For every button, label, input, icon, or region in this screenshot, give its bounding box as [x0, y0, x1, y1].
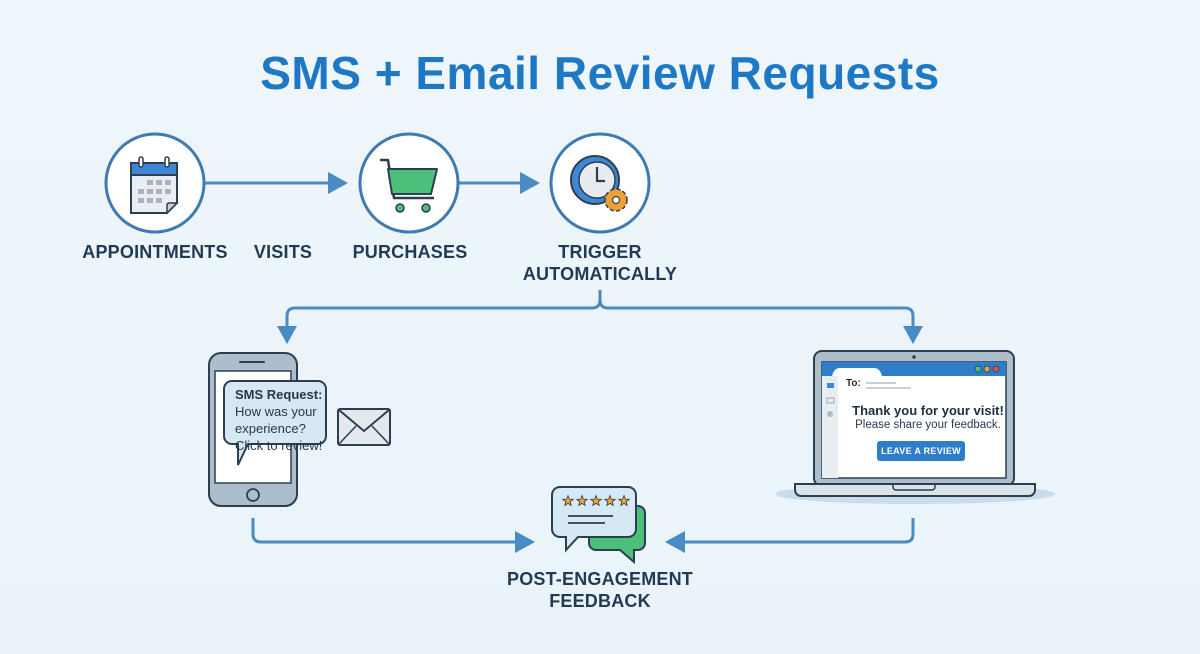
sms-line2: experience?	[235, 421, 306, 436]
page-title: SMS + Email Review Requests	[260, 47, 940, 99]
star-icon	[603, 494, 617, 507]
star-icon	[561, 494, 575, 507]
sms-line3: Click to review!	[235, 438, 323, 453]
envelope-icon	[337, 408, 391, 446]
email-subtext: Please share your feedback.	[855, 419, 1001, 431]
label-feedback-line2: FEEDBACK	[549, 591, 651, 611]
label-trigger: TRIGGER AUTOMATICALLY	[510, 241, 690, 285]
clock-gear-icon	[570, 155, 628, 212]
arrow-sms-to-feedback	[251, 518, 535, 553]
node-appointments	[104, 132, 206, 234]
rating-stars	[561, 494, 631, 507]
label-purchases: PURCHASES	[352, 242, 468, 262]
arrow-purchases-to-trigger	[458, 172, 540, 194]
star-icon	[617, 494, 631, 507]
sms-message: SMS Request: How was your experience? Cl…	[235, 386, 325, 454]
leave-review-button[interactable]: LEAVE A REVIEW	[877, 441, 965, 461]
review-chat-icon	[551, 486, 646, 565]
label-appointments: APPOINTMENTS	[82, 242, 228, 262]
sms-title: SMS Request:	[235, 387, 323, 402]
label-trigger-line1: TRIGGER	[558, 242, 642, 262]
gear-icon	[604, 188, 628, 212]
label-feedback-line1: POST-ENGAGEMENT	[506, 569, 693, 589]
email-heading: Thank you for your visit!	[852, 403, 1004, 418]
gear-icon	[827, 411, 833, 417]
sms-bubble	[223, 380, 327, 466]
mail-icon	[826, 397, 835, 404]
calendar-icon	[130, 156, 179, 215]
node-trigger	[549, 132, 651, 234]
label-trigger-line2: AUTOMATICALLY	[522, 264, 678, 284]
node-purchases	[358, 132, 460, 234]
folder-icon	[827, 383, 834, 388]
split-connector	[277, 290, 923, 344]
sms-line1: How was your	[235, 404, 317, 419]
email-to-label: To:	[846, 378, 861, 389]
label-feedback: POST-ENGAGEMENT FEEDBACK	[470, 568, 730, 612]
shopping-cart-icon	[380, 158, 438, 213]
arrow-appointments-to-purchases	[205, 172, 348, 194]
star-icon	[575, 494, 589, 507]
arrow-email-to-feedback	[665, 518, 915, 553]
star-icon	[589, 494, 603, 507]
label-visits: VISITS	[253, 242, 313, 262]
